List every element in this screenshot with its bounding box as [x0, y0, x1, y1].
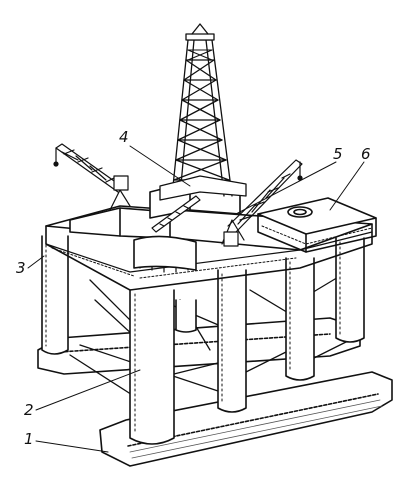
derrick [159, 23, 247, 201]
crane-left [53, 143, 131, 211]
callout-6-label: 6 [361, 145, 371, 163]
callout-5-label: 5 [333, 145, 343, 163]
leader-2 [35, 369, 141, 411]
leader-4 [129, 145, 191, 187]
callout-4-label: 4 [119, 128, 129, 146]
deck-hull [45, 181, 373, 291]
helideck [257, 197, 377, 253]
leader-1 [35, 440, 109, 453]
callout-2-label: 2 [24, 401, 34, 419]
leader-lines [27, 145, 365, 453]
callout-3-label: 3 [16, 259, 26, 277]
derrick-boom [151, 195, 201, 233]
callout-1-label: 1 [24, 430, 34, 448]
leader-5 [235, 161, 337, 215]
leader-6 [329, 161, 365, 211]
columns [41, 235, 365, 445]
leader-3 [27, 255, 45, 269]
